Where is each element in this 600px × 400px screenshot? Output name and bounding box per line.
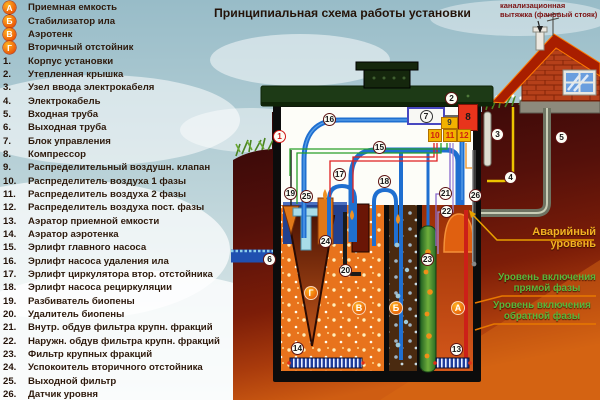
callout-18: 18 — [378, 175, 391, 188]
air-distributor-3: 12 — [457, 129, 471, 142]
grass-left — [235, 137, 274, 157]
vent-label-line2: вытяжка (фановый стояк) — [500, 9, 598, 19]
chamber-label-a: А — [451, 301, 465, 315]
house — [490, 12, 600, 114]
level-sensor — [471, 150, 477, 267]
callout-17: 17 — [333, 168, 346, 181]
legend-row-2: 2.Утепленная крышка — [3, 68, 124, 80]
callout-20: 20 — [339, 264, 352, 277]
inlet-pipe — [479, 108, 551, 217]
callout-3: 3 — [491, 128, 504, 141]
aerator-left — [287, 357, 365, 369]
legend-row-7: 7.Блок управления — [3, 135, 111, 147]
callout-16: 16 — [323, 113, 336, 126]
callout-24: 24 — [319, 235, 332, 248]
callout-5: 5 — [555, 131, 568, 144]
direct-phase-level-label: Уровень включения прямой фазы — [498, 272, 596, 294]
badge-b: Б — [3, 14, 16, 28]
leader-lines — [469, 210, 596, 331]
callout-15: 15 — [373, 141, 386, 154]
legend-row-14: 14.Аэратор аэротенка — [3, 229, 119, 241]
reverse-phase-level-label: Уровень включения обратной фазы — [493, 300, 591, 322]
legend-row-5: 5.Входная труба — [3, 108, 99, 120]
house-foundation — [519, 100, 600, 114]
house-roof — [490, 33, 600, 104]
legend-row-12: 12.Распределитель воздуха пост. фазы — [3, 202, 205, 214]
callout-22: 22 — [440, 205, 453, 218]
legend-row-6: 6.Выходная труба — [3, 122, 107, 134]
legend-row-11: 11.Распределитель воздуха 2 фазы — [3, 188, 187, 200]
tv-antenna-icon — [545, 12, 561, 36]
air-distributor-1: 10 — [428, 129, 442, 142]
tank-lid — [260, 85, 494, 107]
chamber-label-b: Б — [389, 301, 403, 315]
callout-13: 13 — [450, 343, 463, 356]
legend-row-18: 18.Эрлифт насоса рециркуляции — [3, 282, 172, 294]
badge-g: Г — [3, 41, 16, 55]
callout-2: 2 — [445, 92, 458, 105]
callout-14: 14 — [291, 342, 304, 355]
legend-row-10: 10.Распределитель воздуха 1 фазы — [3, 175, 187, 187]
badge-v: В — [3, 27, 16, 41]
callout-23: 23 — [421, 253, 434, 266]
aerator-right — [433, 357, 472, 369]
legend-row-1: 1.Корпус установки — [3, 55, 114, 67]
callout-1: 1 — [273, 130, 286, 143]
air-valve-box: 9 — [441, 117, 458, 129]
callout-26: 26 — [469, 189, 482, 202]
legend-row-26: 26.Датчик уровня — [3, 389, 99, 400]
callout-21: 21 — [439, 187, 452, 200]
legend-row-8: 8.Компрессор — [3, 148, 86, 160]
air-distributor-2: 11 — [443, 129, 457, 142]
page-title: Принципиальная схема работы установки — [214, 6, 471, 20]
callout-4: 4 — [504, 171, 517, 184]
legend-row-9: 9.Распределительный воздушн. клапан — [3, 162, 211, 174]
legend-row-17: 17.Эрлифт циркулятора втор. отстойника — [3, 269, 213, 281]
cable-entry-tube — [483, 111, 492, 167]
badge-a: А — [3, 1, 16, 15]
legend-row-15: 15.Эрлифт главного насоса — [3, 242, 147, 254]
legend-row-16: 16.Эрлифт насоса удаления ила — [3, 255, 169, 267]
callout-19: 19 — [284, 187, 297, 200]
vent-label-arrow — [537, 20, 543, 33]
air-pipes — [301, 117, 465, 360]
callout-25: 25 — [300, 190, 313, 203]
house-window — [562, 69, 597, 96]
vent-label-line1: канализационная — [500, 1, 566, 10]
legend-row-23: 23.Фильтр крупных фракций — [3, 349, 153, 361]
emergency-level-label: Аварийный уровень — [532, 226, 596, 250]
legend-row-19: 19.Разбиватель биопены — [3, 295, 135, 307]
vent-label: канализационная вытяжка (фановый стояк) — [500, 1, 599, 19]
tank-vent — [355, 61, 419, 89]
legend-row-24: 24.Успокоитель вторичного отстойника — [3, 362, 203, 374]
compressor-box: 8 — [458, 104, 478, 131]
legend-row-13: 13.Аэратор приемной емкости — [3, 215, 160, 227]
callout-6: 6 — [263, 253, 276, 266]
wires — [289, 115, 472, 254]
legend-row-3: 3.Узел ввода электрокабеля — [3, 82, 155, 94]
chamber-label-g: Г — [304, 286, 318, 300]
legend-row-21: 21.Внутр. обдув фильтра крупн. фракций — [3, 322, 213, 334]
filter-cylinder — [419, 225, 437, 373]
legend-row-4: 4.Электрокабель — [3, 95, 101, 107]
divider-wall — [384, 205, 389, 371]
control-unit-box: 7 — [407, 107, 445, 125]
legend-row-22: 22.Наружн. обдув фильтра крупн. фракций — [3, 335, 220, 347]
legend-row-25: 25.Выходной фильтр — [3, 375, 117, 387]
chamber-label-v: В — [352, 301, 366, 315]
legend-row-20: 20.Удалитель биопены — [3, 309, 125, 321]
